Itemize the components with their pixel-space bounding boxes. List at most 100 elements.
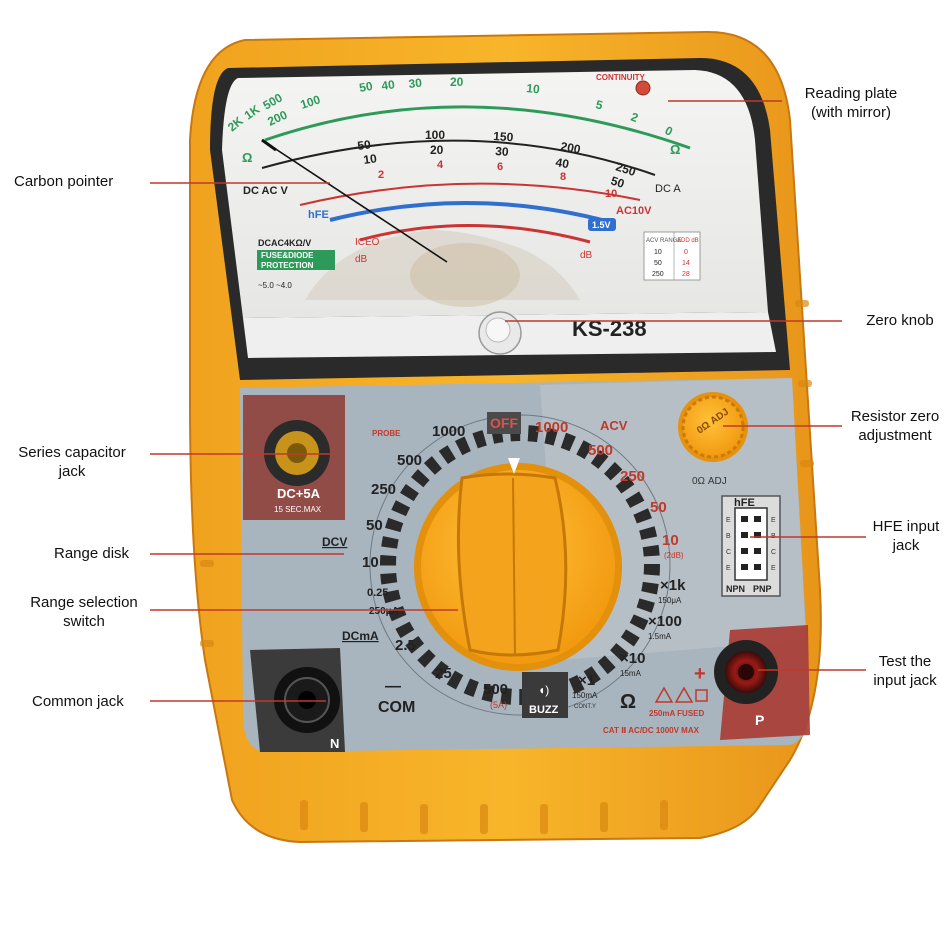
continuity-label: CONTINUITY <box>596 73 646 82</box>
probe-label: PROBE <box>372 429 401 438</box>
v15-label: 1.5V <box>592 220 611 230</box>
db-arc <box>359 224 591 244</box>
svg-text:1.5mA: 1.5mA <box>648 632 672 641</box>
hfe-arc <box>329 201 611 224</box>
callout-hfe-input: HFE input jack <box>864 517 948 555</box>
callout-reading-plate-text: Reading plate (with mirror) <box>804 85 898 121</box>
zero-adj-label: 0Ω ADJ <box>692 476 727 487</box>
minus-label: — <box>385 678 401 695</box>
dc-ac-v-label: DC AC V <box>243 185 288 197</box>
dcma-label: DCmA <box>342 629 379 643</box>
v15-badge <box>588 218 616 231</box>
svg-text:100: 100 <box>299 92 323 112</box>
svg-text:×10: ×10 <box>620 650 645 667</box>
callout-carbon-pointer-text: Carbon pointer <box>14 173 114 190</box>
svg-text:2: 2 <box>378 169 384 181</box>
hfe-socket-label: hFE <box>734 497 755 509</box>
npn-label: NPN <box>726 584 745 594</box>
svg-text:250: 250 <box>371 481 396 498</box>
pointer-tip <box>261 138 277 152</box>
ac10-note: (2dB) <box>664 551 684 560</box>
buzz-label: BUZZ <box>529 704 559 716</box>
dcv-scale-mid-labels: 10 20 30 40 50 <box>362 143 626 191</box>
callout-resistor-zero-text: Resistor zero adjustment <box>850 408 940 444</box>
svg-text:5: 5 <box>594 97 604 112</box>
svg-text:×1: ×1 <box>578 672 595 689</box>
callout-range-disk-text: Range disk <box>54 545 130 562</box>
ohm-scale-arc <box>264 105 691 150</box>
svg-text:150mA: 150mA <box>572 691 598 700</box>
dcv-range-labels: 1000 500 250 50 10 <box>362 423 465 571</box>
common-jack[interactable] <box>274 667 340 733</box>
iceo-label: ICEO <box>355 237 380 248</box>
svg-text:ADD dB: ADD dB <box>677 238 699 244</box>
acv-label: ACV <box>600 418 628 433</box>
switch-pointer-indicator <box>508 458 520 474</box>
dc-a-label: DC A <box>655 183 681 195</box>
svg-text:50: 50 <box>358 79 374 95</box>
zero-knob-cap[interactable] <box>485 317 511 343</box>
test-input-jack[interactable] <box>714 640 778 704</box>
ohm-range-labels: ×1k 150μA ×100 1.5mA ×10 15mA ×1 150mA <box>572 577 686 700</box>
callout-series-capacitor-text: Series capacitor jack <box>18 444 126 480</box>
svg-text:15mA: 15mA <box>620 669 642 678</box>
com-label: COM <box>378 699 415 716</box>
ma500-note: (5A) <box>490 700 507 710</box>
svg-text:6: 6 <box>497 161 503 173</box>
fuse-line-label: 250mA FUSED <box>649 709 705 718</box>
callout-carbon-pointer: Carbon pointer <box>14 172 113 191</box>
callout-common-jack: Common jack <box>32 692 124 711</box>
range-selection-switch[interactable] <box>414 458 622 671</box>
callout-leader-lines <box>150 100 866 702</box>
callout-test-input: Test the input jack <box>862 652 948 690</box>
svg-text:1000: 1000 <box>535 419 568 436</box>
svg-text:C: C <box>726 549 731 556</box>
svg-text:10: 10 <box>654 249 662 256</box>
movement <box>410 243 520 307</box>
hfe-scale-label: hFE <box>308 209 329 221</box>
dcma-range-labels: 2.5 25 500 <box>395 637 508 698</box>
svg-text:E: E <box>726 517 731 524</box>
svg-text:2.5: 2.5 <box>395 637 416 654</box>
ohm-range-symbol: Ω <box>620 691 636 713</box>
sensitivity-label: DCAC4KΩ/V <box>258 238 311 248</box>
svg-text:100: 100 <box>425 128 445 142</box>
svg-text:150: 150 <box>493 129 514 144</box>
resistor-zero-knob[interactable]: 0Ω ADJ <box>678 392 748 462</box>
svg-text:E: E <box>771 565 776 572</box>
off-tab <box>487 412 521 434</box>
svg-text:E: E <box>771 517 776 524</box>
acv-range-table: ACV RANGE ADD dB 10 0 50 14 250 28 <box>643 231 701 281</box>
dcv-scale-low-labels: 2 4 6 8 10 <box>378 159 617 200</box>
n-label: N <box>330 736 339 751</box>
plus-label: + <box>694 663 706 685</box>
series-capacitor-jack[interactable] <box>264 420 330 486</box>
sec-max-label: 15 SEC.MAX <box>274 505 322 514</box>
svg-text:10: 10 <box>362 554 379 571</box>
ohm-scale-symbol-right: Ω <box>670 142 680 157</box>
svg-text:4: 4 <box>437 159 444 171</box>
cat-line-label: CAT Ⅱ AC/DC 1000V MAX <box>603 726 700 735</box>
svg-text:28: 28 <box>682 271 690 278</box>
svg-text:8: 8 <box>560 171 566 183</box>
protection-label: PROTECTION <box>261 261 314 270</box>
callout-zero-knob-text: Zero knob <box>866 312 934 329</box>
svg-text:10: 10 <box>605 188 617 200</box>
hfe-socket[interactable] <box>721 495 781 597</box>
callout-reading-plate: Reading plate (with mirror) <box>792 84 910 122</box>
db-label-left: dB <box>355 254 368 265</box>
callout-hfe-input-text: HFE input jack <box>872 518 940 554</box>
svg-text:20: 20 <box>430 143 444 157</box>
svg-text:500: 500 <box>397 452 422 469</box>
callout-series-capacitor: Series capacitor jack <box>6 443 138 481</box>
model-name: KS-238 <box>572 316 647 341</box>
svg-text:×1k: ×1k <box>660 577 686 594</box>
cont-note: CONT.Y <box>574 704 596 710</box>
pnp-label: PNP <box>753 584 772 594</box>
dcv-scale-arc <box>261 139 656 176</box>
fuse-diode-label: FUSE&DIODE <box>261 251 314 260</box>
dcv-scale-top-labels: 50 100 150 200 250 <box>356 128 637 179</box>
svg-text:150μA: 150μA <box>658 596 682 605</box>
callout-range-selection: Range selection switch <box>14 593 154 631</box>
